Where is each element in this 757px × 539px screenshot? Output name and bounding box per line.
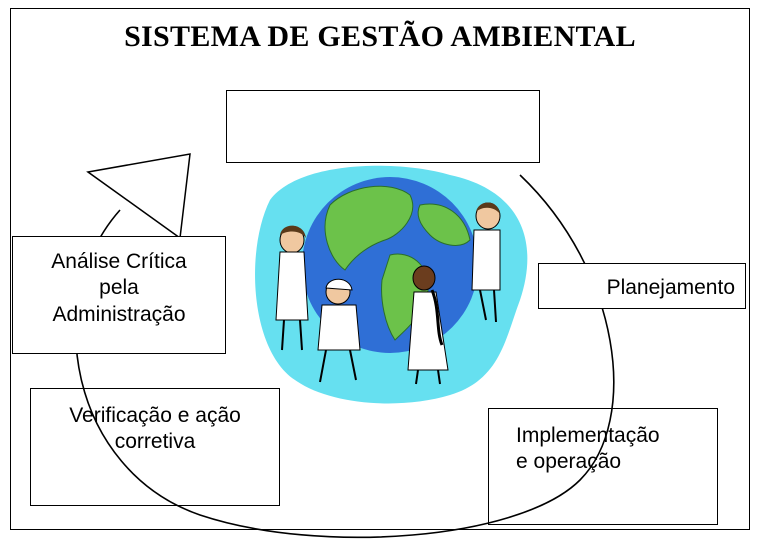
box-planejamento: Planejamento <box>538 263 746 309</box>
implementacao-line-1: Implementação <box>516 424 660 447</box>
person-right <box>471 202 501 323</box>
analise-line-1: Análise Crítica <box>51 250 187 273</box>
globe-land-east <box>417 203 471 246</box>
planejamento-label: Planejamento <box>606 276 735 299</box>
person-left <box>275 225 309 351</box>
empty-box-top <box>226 90 540 163</box>
analise-line-3: Administração <box>52 302 186 326</box>
implementacao-line-2: e operação <box>516 450 622 474</box>
globe-land-north <box>324 185 414 271</box>
person-front-right <box>407 265 449 385</box>
verificacao-line-1: Verificação e ação <box>69 404 241 427</box>
verificacao-line-2: corretiva <box>114 430 196 454</box>
analise-line-2: pela <box>99 276 139 300</box>
diagram-title: SISTEMA DE GESTÃO AMBIENTAL <box>124 20 636 53</box>
box-verificacao: Verificação e ação corretiva <box>30 388 280 506</box>
cycle-arrowhead <box>86 153 191 240</box>
globe-illustration <box>255 165 528 404</box>
box-analise-critica: Análise Crítica pela Administração <box>12 236 226 354</box>
cycle-ellipse <box>75 174 615 539</box>
box-implementacao: Implementação e operação <box>488 408 718 525</box>
person-front-left <box>317 278 361 383</box>
